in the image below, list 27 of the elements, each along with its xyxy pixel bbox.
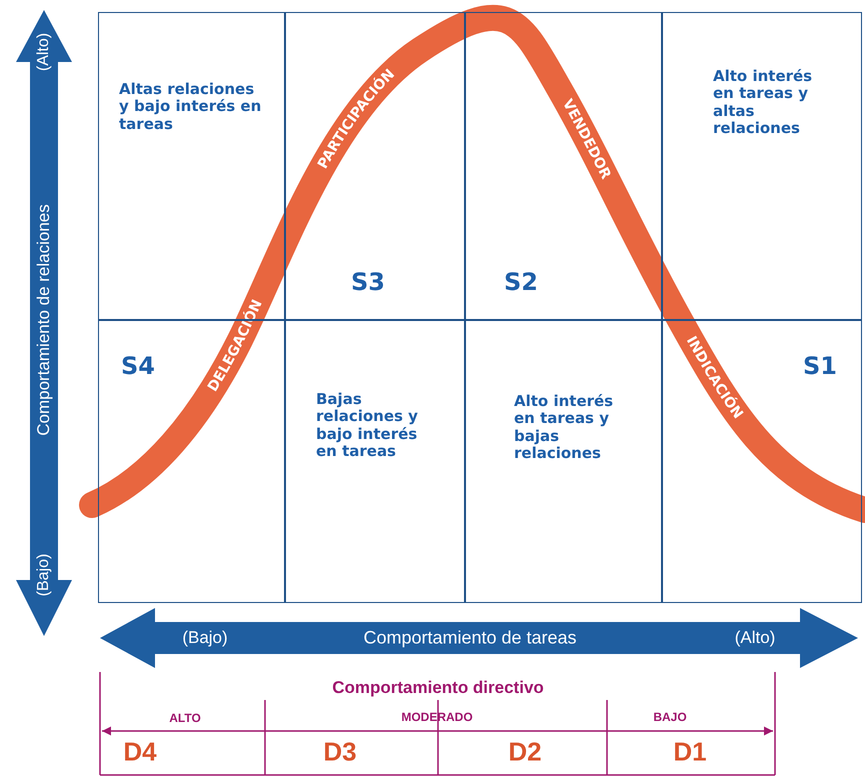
- grid-cell: [465, 12, 662, 320]
- quadrant-description: Alto interés en tareas y bajas relaciones: [514, 393, 614, 462]
- grid-cell: [465, 320, 662, 603]
- level-code: D3: [323, 736, 357, 768]
- quadrant-description: Bajas relaciones y bajo interés en tareas: [316, 391, 419, 460]
- scale-level-label: BAJO: [653, 710, 687, 724]
- scale-level-label: ALTO: [169, 711, 201, 725]
- quadrant-code: S2: [504, 269, 538, 297]
- axis-end-label: (Bajo): [182, 628, 228, 648]
- axis-title: Comportamiento de tareas: [363, 628, 577, 648]
- grid-cell: [285, 12, 465, 320]
- quadrant-code: S3: [351, 269, 385, 297]
- quadrant-description: Alto interés en tareas y altas relaciones: [713, 68, 814, 137]
- axis-end-label: (Alto): [734, 628, 776, 648]
- level-code: D4: [123, 736, 157, 768]
- grid-cell: [662, 320, 862, 603]
- quadrant-code: S1: [803, 353, 837, 381]
- quadrant-description: Altas relaciones y bajo interés en tareas: [119, 81, 262, 133]
- grid-cell: [285, 320, 465, 603]
- grid-cell: [662, 12, 862, 320]
- level-code: D2: [508, 736, 542, 768]
- axis-end-label: (Alto): [35, 32, 53, 72]
- axis-title: Comportamiento de relaciones: [34, 204, 54, 436]
- scale-title: Comportamiento directivo: [332, 678, 544, 698]
- quadrant-code: S4: [121, 353, 155, 381]
- axis-end-label: (Bajo): [35, 554, 53, 596]
- level-code: D1: [673, 736, 707, 768]
